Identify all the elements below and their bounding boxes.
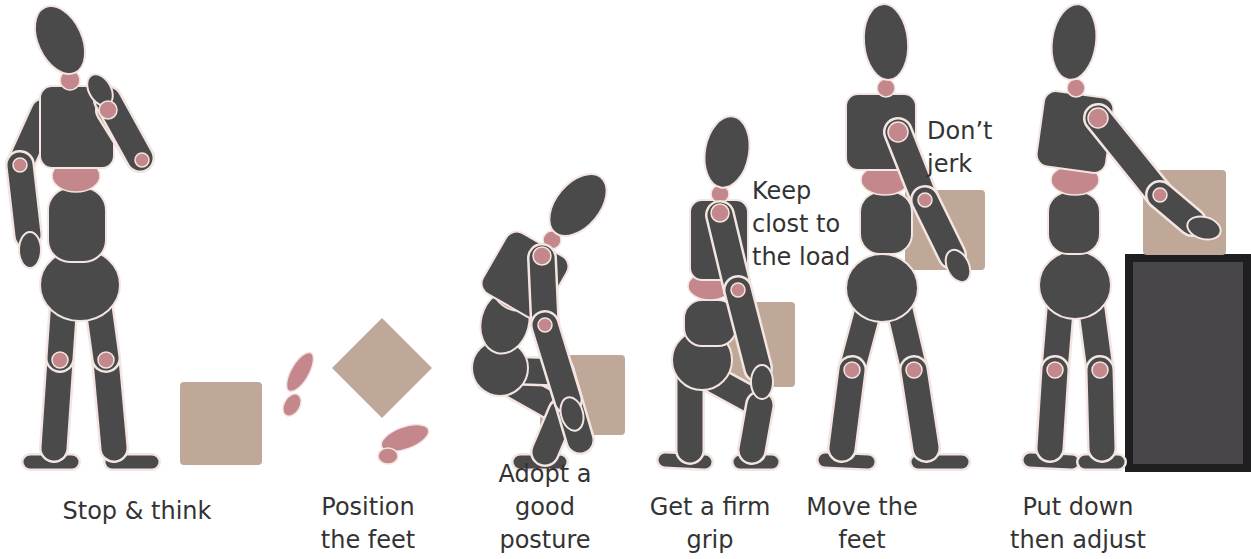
callout-note: Don’t jerk bbox=[927, 115, 1007, 181]
figure-squat-part bbox=[533, 247, 551, 265]
step-caption: Stop & think bbox=[63, 495, 212, 528]
footprints-box-part bbox=[378, 448, 398, 464]
figure-stop-think-part bbox=[99, 101, 117, 119]
figure-put-down-part bbox=[1100, 370, 1102, 448]
figure-put-down-part bbox=[1185, 213, 1224, 243]
footprints-box bbox=[279, 318, 432, 464]
figure-grip-part bbox=[738, 290, 758, 368]
figure-grip-part bbox=[699, 113, 755, 192]
figure-carry-part bbox=[846, 254, 918, 322]
footprints-box-part bbox=[279, 391, 305, 420]
figure-stop-think-part bbox=[13, 158, 27, 172]
figure-carry-part bbox=[914, 370, 926, 448]
figure-carry-part bbox=[888, 122, 908, 142]
figure-stop-think-part bbox=[54, 360, 60, 448]
step-caption: Get a firm grip bbox=[644, 491, 776, 557]
figure-put-down-part bbox=[1100, 370, 1102, 448]
step-caption: Adopt a good posture bbox=[466, 458, 624, 557]
figure-carry-part bbox=[842, 370, 852, 448]
figure-put-down-part bbox=[1153, 188, 1167, 202]
figure-put-down-part bbox=[1039, 251, 1111, 319]
figure-grip bbox=[665, 113, 795, 462]
figure-squat-part bbox=[538, 163, 618, 246]
figure-squat-part bbox=[538, 318, 552, 332]
figure-carry-part bbox=[877, 79, 895, 97]
figure-squat-part bbox=[545, 325, 568, 400]
figure-grip-part bbox=[738, 290, 758, 368]
figure-carry-part bbox=[941, 246, 975, 286]
figure-stop-think-part bbox=[48, 188, 106, 262]
figure-stop-think-part bbox=[180, 382, 262, 465]
figure-put-down-part bbox=[1047, 362, 1063, 378]
figure-put-down-part bbox=[1129, 258, 1247, 468]
figure-put-down-part bbox=[1088, 108, 1108, 128]
figure-carry-part bbox=[860, 192, 912, 254]
figure-put-down-part bbox=[1143, 170, 1226, 255]
figure-grip-part bbox=[752, 405, 760, 450]
figure-put-down-part bbox=[1050, 370, 1055, 448]
footprints-box-part bbox=[332, 318, 432, 418]
figure-stop-think-part bbox=[106, 360, 114, 448]
figure-stop-think-part bbox=[25, 0, 95, 82]
figure-carry-part bbox=[918, 193, 932, 207]
figure-put-down-part bbox=[1047, 1, 1101, 82]
figure-stop-think-part bbox=[20, 165, 28, 235]
figure-stop-think-part bbox=[106, 360, 114, 448]
figure-put-down bbox=[1030, 1, 1247, 468]
figure-put-down-part bbox=[1092, 362, 1108, 378]
footprints-box-part bbox=[281, 348, 319, 395]
figure-stop-think-part bbox=[20, 165, 28, 235]
figure-carry-part bbox=[925, 200, 952, 255]
figure-carry-part bbox=[842, 370, 852, 448]
step-caption: Move the feet bbox=[799, 491, 925, 557]
figure-put-down-part bbox=[1050, 370, 1055, 448]
figure-put-down-part bbox=[1067, 79, 1085, 97]
figure-stop-think-part bbox=[135, 153, 149, 167]
figure-stop-think-part bbox=[52, 352, 68, 368]
figure-carry-part bbox=[925, 200, 952, 255]
figure-carry-part bbox=[861, 2, 911, 82]
figure-grip-part bbox=[751, 365, 773, 399]
callout-note: Keep clost to the load bbox=[752, 175, 858, 274]
figure-carry-part bbox=[844, 362, 860, 378]
figure-grip-part bbox=[731, 283, 745, 297]
figure-stop-think-part bbox=[98, 352, 114, 368]
figure-stop-think-part bbox=[19, 232, 41, 268]
figure-carry-part bbox=[914, 370, 926, 448]
figure-squat-part bbox=[545, 325, 568, 400]
step-caption: Put down then adjust bbox=[1005, 491, 1151, 557]
figure-squat-part bbox=[557, 395, 587, 434]
step-caption: Position the feet bbox=[307, 491, 429, 557]
figure-put-down-part bbox=[1048, 192, 1100, 254]
figure-carry bbox=[825, 2, 985, 462]
figure-stop-think-part bbox=[54, 360, 60, 448]
figure-carry-part bbox=[906, 362, 922, 378]
figure-grip-part bbox=[752, 405, 760, 450]
figure-grip-part bbox=[711, 204, 729, 222]
figure-stop-think bbox=[13, 0, 262, 465]
figure-squat bbox=[472, 163, 625, 462]
